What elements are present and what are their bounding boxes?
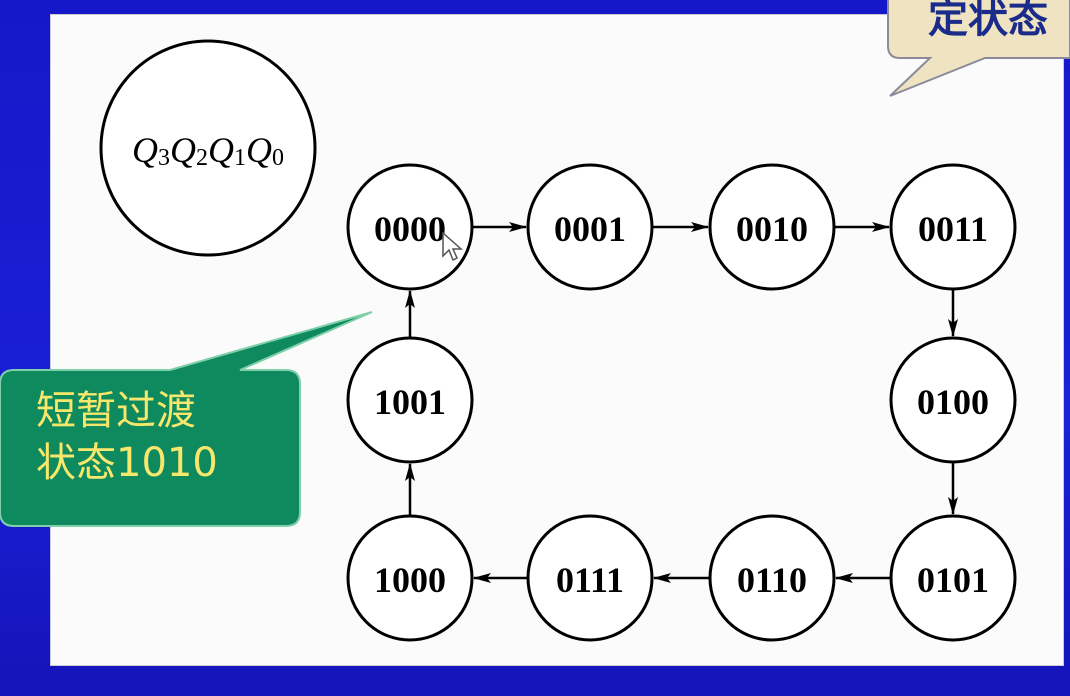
state-circle [526, 514, 654, 642]
state-label: 0111 [556, 560, 624, 600]
states-layer: 0000 0001 0010 0011 0100 0101 0110 0111 1000 1001 [346, 163, 1017, 642]
legend-circle [99, 39, 317, 257]
state-circle [889, 514, 1017, 642]
state-label: 0101 [917, 560, 989, 600]
state-circle [346, 514, 474, 642]
state-label: 1001 [374, 382, 446, 422]
state-label: 0011 [918, 209, 988, 249]
state-node-0011: 0011 [889, 163, 1017, 291]
state-node-1001: 1001 [346, 336, 474, 464]
state-label: 0110 [737, 560, 807, 600]
state-label: 0000 [374, 209, 446, 249]
state-node-1000: 1000 [346, 514, 474, 642]
state-circle [346, 336, 474, 464]
state-circle [708, 514, 836, 642]
note-callout [0, 311, 373, 527]
state-node-0111: 0111 [526, 514, 654, 642]
top-callout-bubble [887, 0, 1070, 97]
state-circle [889, 163, 1017, 291]
state-circle [346, 163, 474, 291]
state-circle [526, 163, 654, 291]
top-callout-text: 定状态 [928, 0, 1048, 42]
state-circle [708, 163, 836, 291]
state-label: 0100 [917, 382, 989, 422]
mouse-cursor-icon [442, 232, 463, 262]
state-node-0010: 0010 [708, 163, 836, 291]
state-node-0000: 0000 [346, 163, 474, 291]
state-circle [889, 336, 1017, 464]
state-label: 0001 [554, 209, 626, 249]
state-node-0001: 0001 [526, 163, 654, 291]
legend-label: Q3Q2Q1Q0 [132, 130, 284, 171]
state-label: 1000 [374, 560, 446, 600]
state-node-0101: 0101 [889, 514, 1017, 642]
state-node-0110: 0110 [708, 514, 836, 642]
transitions-layer [405, 222, 958, 583]
note-text: 短暂过渡 状态1010 [36, 388, 218, 486]
state-label: 0010 [736, 209, 808, 249]
state-node-0100: 0100 [889, 336, 1017, 464]
